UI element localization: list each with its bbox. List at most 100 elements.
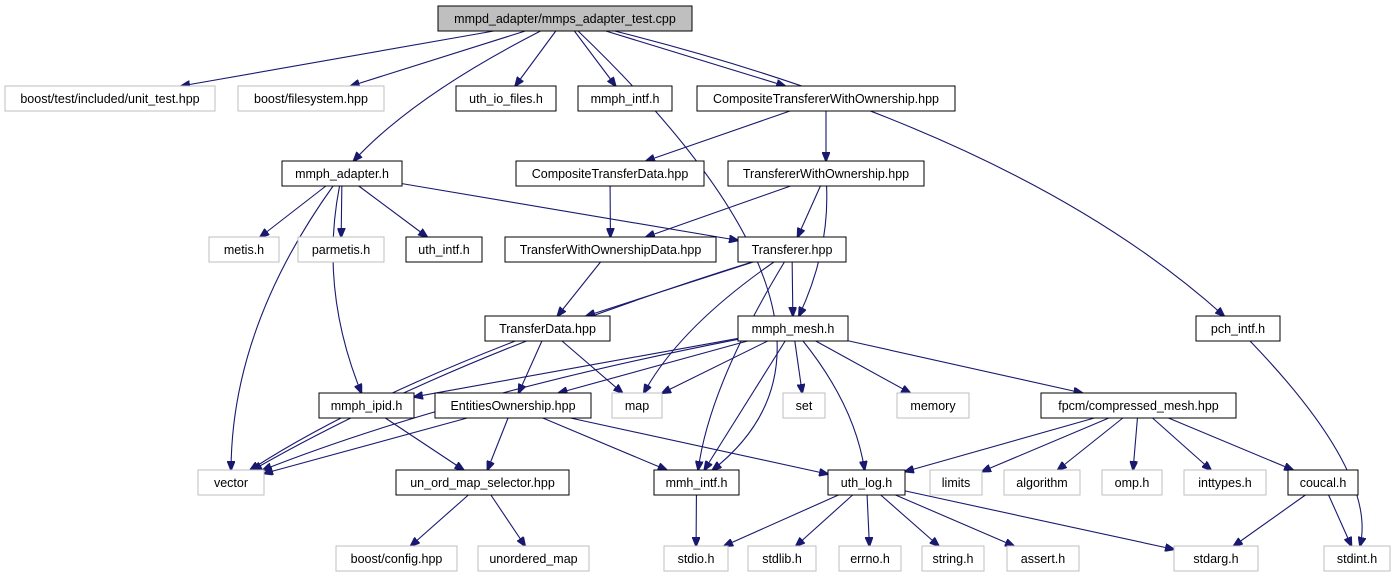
node-transferdata[interactable]: TransferData.hpp (484, 315, 611, 342)
node-unord[interactable]: un_ord_map_selector.hpp (395, 469, 570, 496)
node-box-mmph_ipid[interactable] (318, 392, 415, 419)
node-box-mmh_intf[interactable] (653, 469, 740, 496)
node-vector: vector (197, 469, 265, 496)
node-assert: assert.h (1006, 545, 1080, 572)
node-box-uth_io_files[interactable] (455, 85, 557, 112)
node-box-limits (929, 469, 983, 496)
node-box-twod[interactable] (504, 236, 717, 263)
edge-two-to-transferer (798, 185, 821, 237)
node-box-root[interactable] (437, 5, 693, 32)
edge-two-to-twod (646, 185, 791, 237)
edge-mmph_mesh-to-eo (558, 340, 748, 393)
node-cto[interactable]: CompositeTransfererWithOwnership.hpp (696, 85, 956, 112)
node-errno: errno.h (838, 545, 902, 572)
node-box-string (921, 545, 985, 572)
node-label-string: string.h (933, 552, 974, 566)
edge-fpcm-to-algorithm (1058, 417, 1124, 470)
node-box-filesystem (237, 85, 385, 112)
edge-fpcm-to-coucal (1168, 417, 1293, 470)
node-label-mmh_intf: mmh_intf.h (666, 476, 728, 490)
node-box-mmph_adapter[interactable] (281, 160, 403, 187)
node-label-transferdata: TransferData.hpp (499, 322, 596, 336)
edge-uth_log-to-stdarg (904, 490, 1174, 549)
node-twod[interactable]: TransferWithOwnershipData.hpp (504, 236, 717, 263)
node-box-mmph_intf[interactable] (577, 85, 673, 112)
node-label-limits: limits (942, 476, 970, 490)
node-two[interactable]: TransfererWithOwnership.hpp (727, 160, 925, 187)
node-algorithm: algorithm (1003, 469, 1081, 496)
node-stdio: stdio.h (663, 545, 729, 572)
node-box-cto[interactable] (696, 85, 956, 112)
edge-mmph_mesh-to-uth_log (802, 340, 865, 470)
node-box-ctd[interactable] (515, 160, 705, 187)
edge-transferer-to-map (644, 261, 775, 393)
node-box-two[interactable] (727, 160, 925, 187)
node-box-coucal[interactable] (1287, 469, 1359, 496)
node-mmph_intf[interactable]: mmph_intf.h (577, 85, 673, 112)
node-uth_log[interactable]: uth_log.h (827, 469, 906, 496)
edge-uth_log-to-stdlib (796, 494, 853, 546)
node-transferer[interactable]: Transferer.hpp (737, 236, 847, 263)
edge-unord-to-boostconfig (411, 494, 469, 546)
edge-root-to-pch_intf (614, 30, 1225, 316)
node-label-fpcm: fpcm/compressed_mesh.hpp (1058, 399, 1219, 413)
node-box-errno (838, 545, 902, 572)
node-root[interactable]: mmpd_adapter/mmps_adapter_test.cpp (437, 5, 693, 32)
node-label-unordered_map: unordered_map (489, 552, 577, 566)
edge-transferer-to-mmh_intf (698, 261, 785, 470)
edge-mmph_mesh-to-mmph_ipid (414, 337, 739, 396)
edge-root-to-cto (605, 30, 785, 86)
node-box-transferer[interactable] (737, 236, 847, 263)
edge-pch_intf-to-stdint (1249, 340, 1362, 546)
node-box-unord[interactable] (395, 469, 570, 496)
edge-mmph_mesh-to-set (794, 340, 802, 393)
node-box-transferdata[interactable] (484, 315, 611, 342)
node-box-uth_intf[interactable] (405, 236, 483, 263)
node-box-fpcm[interactable] (1040, 392, 1237, 419)
node-stdarg: stdarg.h (1173, 545, 1259, 572)
node-uth_io_files[interactable]: uth_io_files.h (455, 85, 557, 112)
edge-uth_log-to-stdio (724, 494, 839, 546)
node-mmh_intf[interactable]: mmh_intf.h (653, 469, 740, 496)
edge-eo-to-uth_log (570, 417, 828, 474)
node-label-two: TransfererWithOwnership.hpp (743, 167, 909, 181)
node-fpcm[interactable]: fpcm/compressed_mesh.hpp (1040, 392, 1237, 419)
edge-eo-to-unord (487, 417, 509, 470)
edge-root-to-mmph_intf (573, 30, 615, 86)
node-box-algorithm (1003, 469, 1081, 496)
node-label-filesystem: boost/filesystem.hpp (254, 92, 368, 106)
node-label-ctd: CompositeTransferData.hpp (532, 167, 689, 181)
node-unit_test: boost/test/included/unit_test.hpp (4, 85, 216, 112)
node-box-mmph_mesh[interactable] (737, 315, 849, 342)
node-mmph_adapter[interactable]: mmph_adapter.h (281, 160, 403, 187)
node-box-pch_intf[interactable] (1195, 315, 1281, 342)
node-pch_intf[interactable]: pch_intf.h (1195, 315, 1281, 342)
edge-mmph_adapter-to-mmph_ipid (332, 185, 361, 393)
node-coucal[interactable]: coucal.h (1287, 469, 1359, 496)
node-box-unordered_map (477, 545, 590, 572)
node-memory: memory (896, 392, 970, 419)
node-box-stdlib (747, 545, 817, 572)
node-ctd[interactable]: CompositeTransferData.hpp (515, 160, 705, 187)
edge-fpcm-to-uth_log (905, 417, 1095, 472)
node-box-omp (1101, 469, 1163, 496)
node-label-algorithm: algorithm (1016, 476, 1067, 490)
node-box-uth_log[interactable] (827, 469, 906, 496)
node-label-stdint: stdint.h (1337, 552, 1377, 566)
node-label-map: map (625, 399, 649, 413)
node-label-boostconfig: boost/config.hpp (351, 552, 443, 566)
edge-fpcm-to-omp (1133, 417, 1138, 470)
node-box-eo[interactable] (434, 392, 592, 419)
edge-cto-to-ctd (646, 110, 791, 161)
edge-root-to-mmph_adapter (354, 30, 541, 161)
node-label-vector: vector (214, 476, 248, 490)
edge-mmph_mesh-to-mmh_intf (704, 340, 786, 470)
edge-coucal-to-stdint (1328, 494, 1352, 546)
node-mmph_mesh[interactable]: mmph_mesh.h (737, 315, 849, 342)
node-eo[interactable]: EntitiesOwnership.hpp (434, 392, 592, 419)
edge-mmph_mesh-to-memory (815, 340, 911, 393)
node-uth_intf[interactable]: uth_intf.h (405, 236, 483, 263)
edge-uth_log-to-string (880, 494, 939, 546)
node-mmph_ipid[interactable]: mmph_ipid.h (318, 392, 415, 419)
